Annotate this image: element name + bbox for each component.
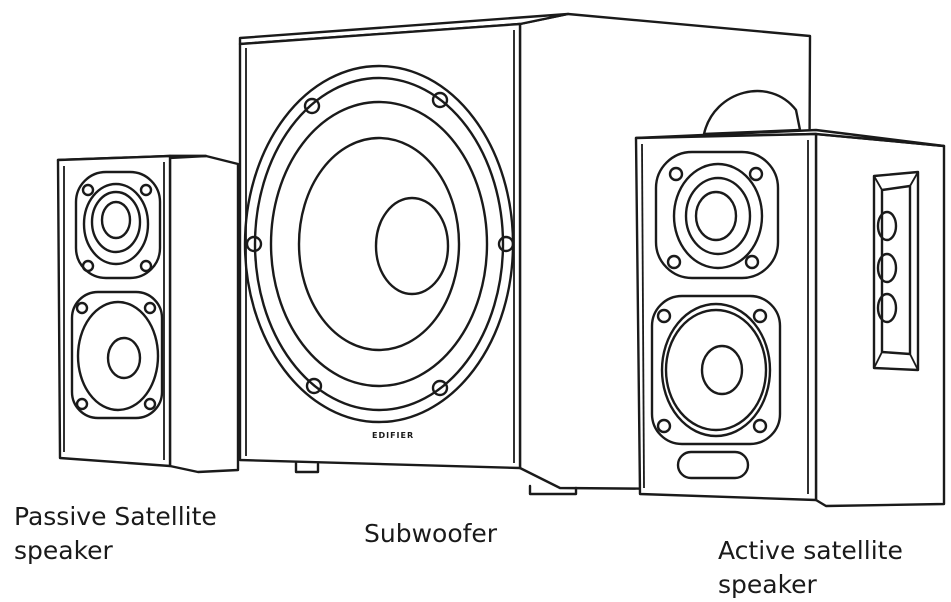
passive-satellite-label: Passive Satellite speaker xyxy=(14,500,274,568)
subwoofer-port-arc xyxy=(702,89,802,136)
passive-label-line2: speaker xyxy=(14,536,113,565)
control-panel xyxy=(872,170,920,372)
subwoofer-driver xyxy=(243,64,515,424)
active-satellite-label: Active satellite speaker xyxy=(718,534,948,602)
bass-knob[interactable] xyxy=(876,292,898,324)
active-label-line1: Active satellite xyxy=(718,536,903,565)
volume-knob[interactable] xyxy=(876,210,898,242)
treble-knob[interactable] xyxy=(876,252,898,284)
subwoofer-label: Subwoofer xyxy=(364,517,497,551)
passive-satellite-speaker xyxy=(56,154,240,474)
active-label-line2: speaker xyxy=(718,570,817,599)
passive-label-line1: Passive Satellite xyxy=(14,502,217,531)
active-satellite-speaker xyxy=(634,128,946,508)
brand-logo: EDIFIER xyxy=(372,431,414,440)
subwoofer-label-text: Subwoofer xyxy=(364,519,498,548)
